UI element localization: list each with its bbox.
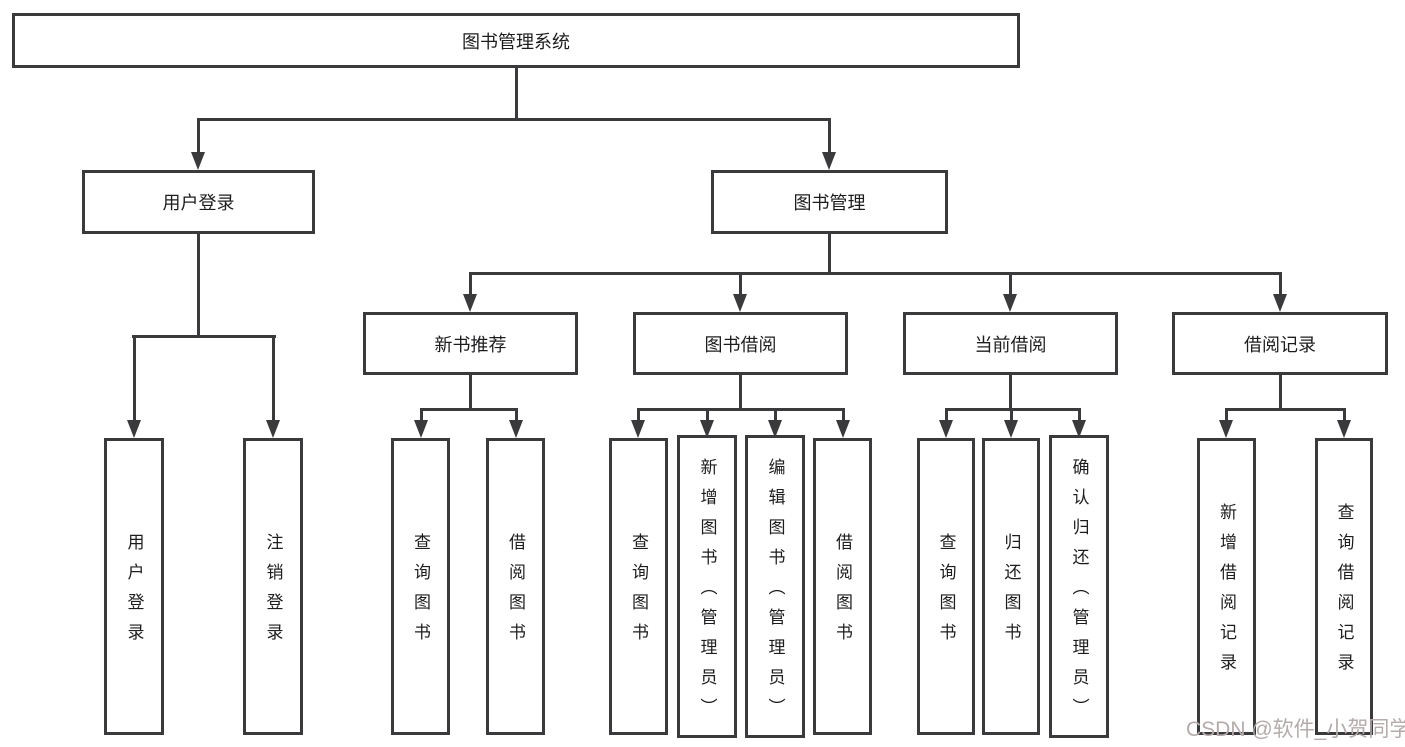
connector-borrowing-drop-2 (706, 408, 709, 421)
arrow-down-icon (939, 420, 953, 438)
connector-records-drop-1 (1225, 408, 1228, 421)
node-borrowing-records-label: 借阅记录 (1244, 334, 1316, 355)
leaf-newbook-query: 查询图书 (391, 438, 450, 735)
node-new-book-recommend-label: 新书推荐 (434, 334, 507, 355)
node-book-management: 图书管理 (711, 170, 948, 234)
connector-user-login-bar (132, 335, 276, 338)
leaf-records-add: 新增借阅记录 (1197, 438, 1256, 735)
arrow-down-icon (463, 294, 477, 312)
arrow-down-icon (127, 420, 141, 438)
connector-borrowing-stem (739, 375, 742, 410)
node-borrowing-records: 借阅记录 (1172, 312, 1388, 375)
connector-borrowing-drop-3 (774, 408, 777, 421)
arrow-down-icon (822, 152, 836, 170)
connector-current-drop-3 (1078, 408, 1081, 421)
arrow-down-icon (1219, 420, 1233, 438)
leaf-records-query: 查询借阅记录 (1315, 438, 1373, 735)
leaf-borrowing-query: 查询图书 (609, 438, 668, 735)
connector-user-login-drop-1 (133, 335, 136, 421)
node-user-login-label: 用户登录 (162, 193, 235, 213)
csdn-watermark: CSDN @软件_小贺同学 (1186, 718, 1405, 741)
node-root: 图书管理系统 (12, 13, 1020, 68)
connector-root-drop-1 (197, 118, 200, 154)
connector-current-stem (1009, 375, 1012, 410)
connector-book-mgmt-stem (828, 234, 831, 274)
connector-current-bar (945, 408, 1081, 411)
connector-current-drop-2 (1010, 408, 1013, 421)
node-new-book-recommend: 新书推荐 (363, 312, 578, 375)
connector-root-drop-2 (828, 118, 831, 154)
connector-book-mgmt-drop-1 (469, 272, 472, 296)
arrow-down-icon (191, 152, 205, 170)
leaf-label: 借阅图书 (506, 533, 525, 653)
arrow-down-icon (1337, 420, 1351, 438)
connector-records-stem (1279, 375, 1282, 410)
node-current-borrowing-label: 当前借阅 (974, 334, 1047, 355)
leaf-label: 编辑图书（管理员） (765, 458, 785, 728)
arrow-down-icon (700, 420, 714, 438)
leaf-label: 归还图书 (1001, 533, 1021, 653)
leaf-borrowing-borrow: 借阅图书 (813, 438, 872, 735)
arrow-down-icon (1003, 294, 1017, 312)
leaf-label: 查询图书 (411, 533, 430, 653)
leaf-current-return: 归还图书 (982, 438, 1040, 735)
leaf-borrowing-edit-admin: 编辑图书（管理员） (745, 435, 805, 738)
connector-current-drop-1 (945, 408, 948, 421)
leaf-user-login-login: 用户登录 (104, 438, 164, 735)
leaf-label: 新增借阅记录 (1217, 503, 1236, 683)
leaf-label: 新增图书（管理员） (697, 458, 717, 728)
leaf-newbook-borrow: 借阅图书 (486, 438, 545, 735)
arrow-down-icon (1072, 420, 1086, 438)
connector-user-login-stem (197, 234, 200, 337)
arrow-down-icon (836, 420, 850, 438)
arrow-down-icon (266, 420, 280, 438)
connector-records-bar (1225, 408, 1346, 411)
leaf-label: 确认归还（管理员） (1069, 458, 1089, 728)
leaf-borrowing-add-admin: 新增图书（管理员） (677, 435, 737, 738)
connector-book-mgmt-drop-2 (739, 272, 742, 296)
connector-root-bar (197, 118, 831, 121)
leaf-current-confirm-admin: 确认归还（管理员） (1049, 435, 1109, 738)
leaf-label: 查询借阅记录 (1334, 503, 1354, 683)
connector-book-mgmt-bar (469, 272, 1282, 275)
arrow-down-icon (1273, 294, 1287, 312)
connector-root-stem (515, 68, 518, 120)
arrow-down-icon (1004, 420, 1018, 438)
arrow-down-icon (631, 420, 645, 438)
arrow-down-icon (509, 420, 523, 438)
connector-borrowing-bar (637, 408, 845, 411)
node-root-label: 图书管理系统 (462, 31, 570, 52)
connector-book-mgmt-drop-4 (1279, 272, 1282, 296)
leaf-label: 查询图书 (936, 533, 956, 653)
connector-borrowing-drop-1 (637, 408, 640, 421)
node-current-borrowing: 当前借阅 (903, 312, 1118, 375)
leaf-current-query: 查询图书 (917, 438, 975, 735)
arrow-down-icon (733, 294, 747, 312)
leaf-label: 用户登录 (124, 533, 144, 653)
node-book-management-label: 图书管理 (793, 193, 866, 213)
connector-borrowing-drop-4 (842, 408, 845, 421)
leaf-user-login-logout: 注销登录 (243, 438, 303, 735)
leaf-label: 注销登录 (263, 533, 283, 653)
connector-user-login-drop-2 (272, 335, 275, 421)
leaf-label: 借阅图书 (833, 533, 852, 653)
arrow-down-icon (414, 420, 428, 438)
arrow-down-icon (768, 420, 782, 438)
node-book-borrowing-label: 图书借阅 (704, 334, 777, 355)
leaf-label: 查询图书 (629, 533, 648, 653)
node-user-login: 用户登录 (82, 170, 315, 234)
connector-records-drop-2 (1343, 408, 1346, 421)
connector-newbook-drop-1 (420, 408, 423, 421)
connector-newbook-bar (420, 408, 517, 411)
node-book-borrowing: 图书借阅 (633, 312, 848, 375)
connector-newbook-stem (469, 375, 472, 410)
connector-book-mgmt-drop-3 (1009, 272, 1012, 296)
connector-newbook-drop-2 (515, 408, 518, 421)
